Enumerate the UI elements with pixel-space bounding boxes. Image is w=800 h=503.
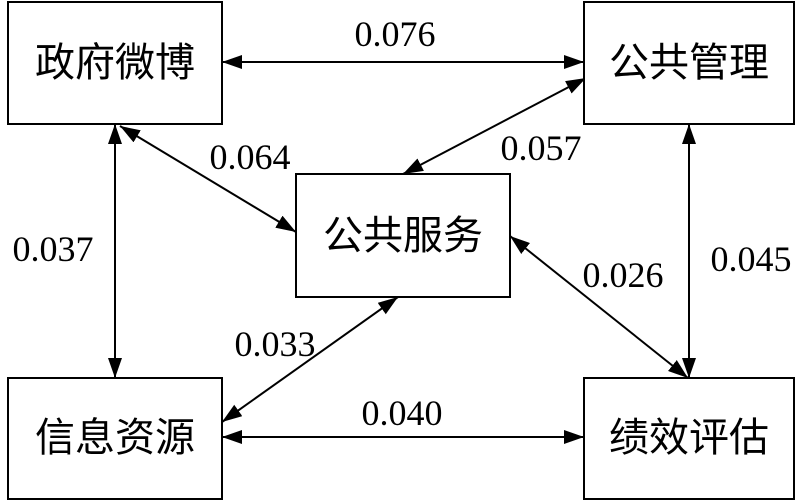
node-management: 公共管理 xyxy=(583,1,795,125)
weight-service-information: 0.033 xyxy=(235,324,316,364)
node-weibo-label: 政府微博 xyxy=(35,40,195,86)
weight-weibo-information: 0.037 xyxy=(13,229,94,269)
node-service: 公共服务 xyxy=(295,173,511,298)
weight-weibo-management: 0.076 xyxy=(355,14,436,54)
node-evaluation: 绩效评估 xyxy=(583,377,795,500)
node-information: 信息资源 xyxy=(7,377,223,500)
weight-information-evaluation: 0.040 xyxy=(362,393,443,433)
node-weibo: 政府微博 xyxy=(7,1,223,125)
edge-service-evaluation xyxy=(509,235,689,379)
weight-service-evaluation: 0.026 xyxy=(583,255,664,295)
edge-management-service xyxy=(402,77,587,175)
weight-weibo-service: 0.064 xyxy=(210,137,291,177)
weight-management-evaluation: 0.045 xyxy=(711,239,792,279)
node-evaluation-label: 绩效评估 xyxy=(609,415,769,461)
weight-management-service: 0.057 xyxy=(501,128,582,168)
node-service-label: 公共服务 xyxy=(323,213,483,259)
edge-service-information xyxy=(221,296,399,423)
edge-weibo-service xyxy=(119,125,297,233)
node-information-label: 信息资源 xyxy=(35,415,195,461)
node-management-label: 公共管理 xyxy=(609,40,769,86)
